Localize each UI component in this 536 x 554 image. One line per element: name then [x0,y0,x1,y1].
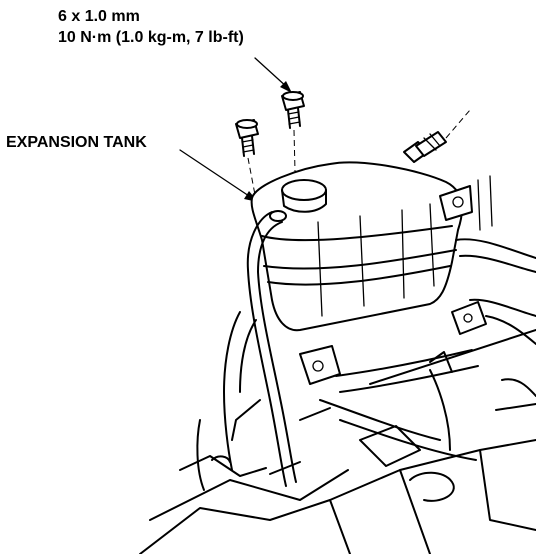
expansion-tank-label: EXPANSION TANK [6,134,147,151]
engine-bay [139,175,536,554]
bolt-icon [235,119,259,201]
torque-spec-label: 10 N·m (1.0 kg-m, 7 lb-ft) [58,29,244,46]
tank-callout-arrow-icon [179,149,258,202]
overflow-hose [246,210,297,487]
bolt-icon [403,109,471,163]
bolt-callout-arrow-icon [254,57,292,93]
bolt-icon [281,91,305,213]
expansion-tank [250,161,473,332]
bolt-size-label: 6 x 1.0 mm [58,8,140,25]
